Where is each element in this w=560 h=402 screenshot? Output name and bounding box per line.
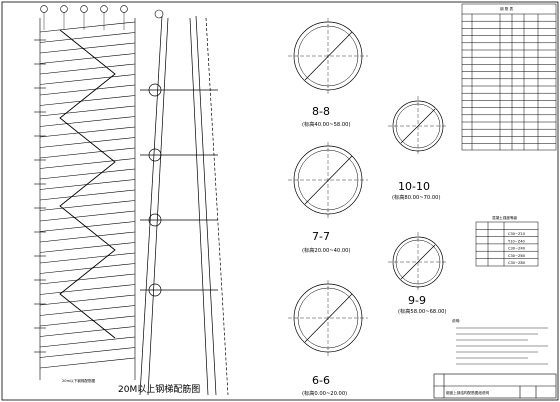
section-range: (标高80.00~70.00) [392,193,440,201]
concrete-grade-cell: C30~Z40 [508,247,526,251]
section-9-9: 9-9 (标高58.00~68.00) [388,232,448,315]
section-label: 6-6 [312,374,330,387]
rung-line [39,105,136,117]
chimney-top-marker-icon [154,9,164,19]
section-8-8: 8-8 (标高40.00~58.00) [288,18,368,128]
concrete-grade-title: 混凝土强度等级 [492,215,518,220]
rung-line [39,326,136,337]
section-label: 9-9 [408,294,426,307]
rung-line [39,252,136,264]
rung-line [39,231,136,243]
detail-callout-icon [148,83,162,97]
rebar-schedule-table [461,3,557,151]
section-range: (标高40.00~58.00) [302,120,350,128]
elevation-title: 20M以上钢梯配筋图 [118,383,200,395]
chimney-elevation [139,15,229,396]
rung-line [39,221,136,232]
section-range: (标高0.00~20.00) [302,389,347,397]
rung-line [39,53,136,64]
section-label: 8-8 [312,105,330,118]
detail-callout-icon [148,213,162,227]
rung-line [39,315,136,327]
grid-marker-icon [80,5,88,13]
notes-lines [456,327,548,365]
rung-line [39,84,136,96]
grid-marker-icon [60,5,68,13]
section-7-7: 7-7 (标高20.00~40.00) [288,142,368,254]
title-block [433,373,557,399]
rung-line [39,336,136,348]
rung-line [39,189,136,201]
rung-line [39,74,136,85]
rung-line [39,147,136,159]
rung-line [39,305,136,316]
rebar-schedule-title: 钢 筋 表 [500,6,513,11]
rung-line [39,347,136,358]
rung-line [39,263,136,274]
rung-line [39,95,136,106]
rung-line [39,126,136,138]
section-range: (标高58.00~68.00) [398,307,446,315]
concrete-grade-cell: C30~Z10 [508,232,526,236]
concrete-grade-cell: C30~Z80 [508,261,526,265]
rung-line [39,42,136,54]
rung-line [39,168,136,180]
ladder-detail [34,18,136,380]
section-10-10: 10-10 (标高80.00~70.00) [388,96,448,201]
rung-line [39,21,136,33]
notes-title: 说明: [452,318,460,323]
concrete-grade-table [475,221,539,267]
rung-line [39,137,136,148]
ladder-top-markers [40,5,128,30]
rung-line [39,32,136,43]
rung-line [39,273,136,285]
section-6-6: 6-6 (标高0.00~20.00) [288,280,368,397]
stair-stringer [59,29,116,339]
concrete-grade-cell: C30~Z60 [508,254,526,258]
rung-line [39,210,136,222]
rung-line [39,158,136,169]
rung-line [39,357,136,369]
rung-line [39,284,136,295]
rung-line [39,294,136,306]
section-range: (标高20.00~40.00) [302,246,350,254]
grid-marker-icon [100,5,108,13]
detail-callout-icon [148,283,162,297]
rung-line [39,200,136,211]
section-label: 7-7 [312,230,330,243]
grid-marker-icon [120,5,128,13]
grid-marker-icon [40,5,48,13]
concrete-grade-cell: Y10~Z40 [508,239,526,243]
detail-callout-icon [148,148,162,162]
title-block-caption: 烟囱上部结构配筋图纸说明 [446,390,490,395]
ladder-caption: 20m以下钢梯配筋图 [62,378,96,383]
rung-line [39,63,136,75]
rung-line [39,242,136,253]
rung-line [39,116,136,127]
section-label: 10-10 [398,180,430,193]
